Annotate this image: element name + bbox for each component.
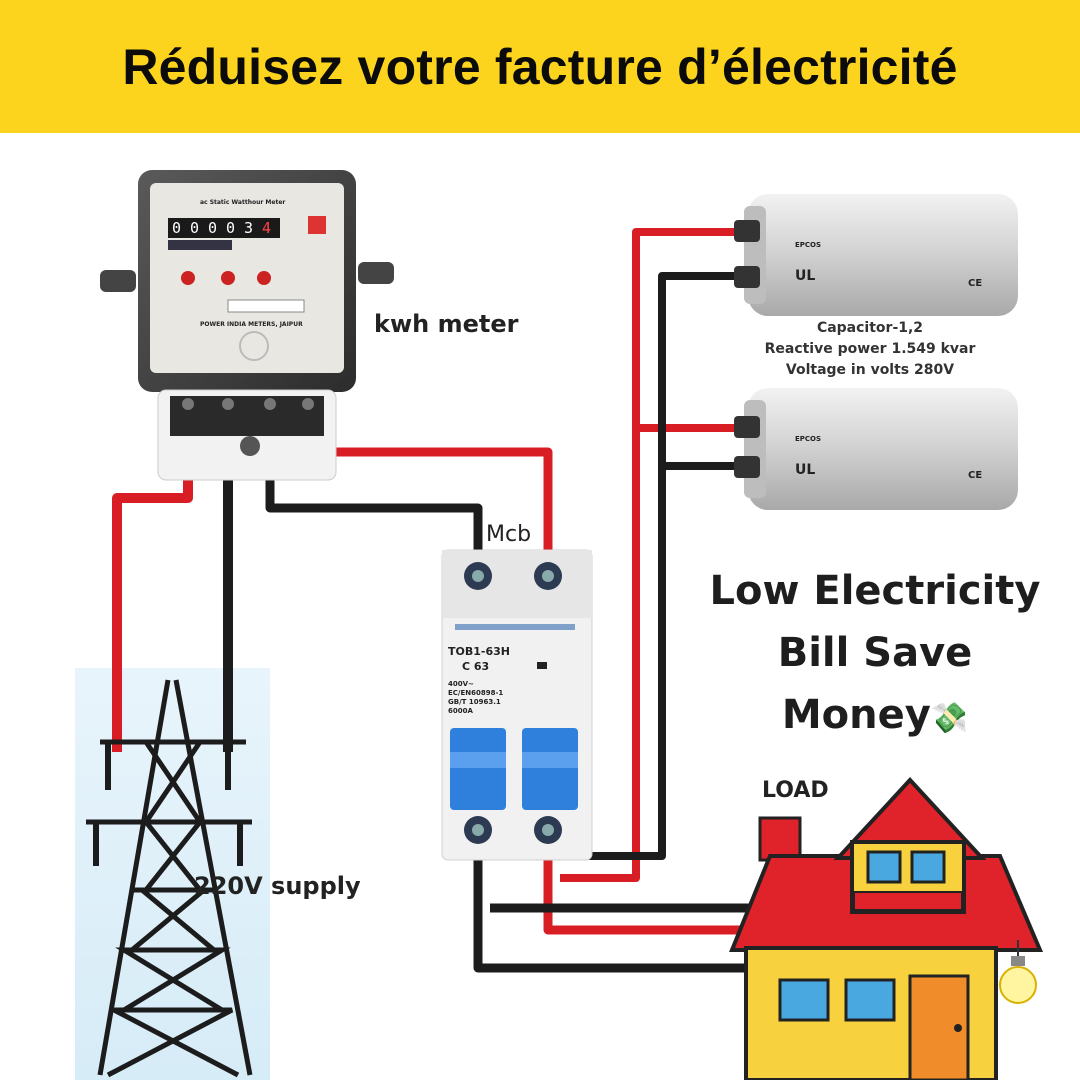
capacitor-1-brand: EPCOS <box>795 241 821 249</box>
meter-digit: 0 <box>226 219 235 237</box>
capacitor-2-brand: EPCOS <box>795 435 821 443</box>
mcb-label: Mcb <box>486 522 532 547</box>
svg-text:UL: UL <box>795 462 815 478</box>
mcb-rating: C 63 <box>462 660 489 673</box>
capacitor-1: EPCOS UL CE <box>734 194 1018 316</box>
supply-label: 220V supply <box>194 872 361 900</box>
slogan: Low Electricity Bill Save Money💸 <box>690 560 1060 750</box>
capacitor-spec-voltage: Voltage in volts 280V <box>785 362 955 378</box>
svg-text:UL: UL <box>795 268 815 284</box>
mcb-spec-line: 400V~ <box>448 680 474 688</box>
meter-digit: 4 <box>262 219 271 237</box>
meter-face-title: ac Static Watthour Meter <box>200 199 285 206</box>
mcb-breaker: TOB1-63H C 63 400V~EC/EN60898-1GB/T 1096… <box>441 549 593 861</box>
slogan-line-3: Money <box>781 692 931 738</box>
wire-neutral-mcb-house <box>473 832 760 973</box>
capacitor-spec-name: Capacitor-1,2 <box>816 320 924 336</box>
meter-digit: 0 <box>190 219 199 237</box>
mcb-spec-line: 6000A <box>448 707 473 715</box>
meter-digit: 3 <box>244 219 253 237</box>
capacitor-2: EPCOS UL CE <box>734 388 1018 510</box>
svg-text:CE: CE <box>968 470 982 481</box>
capacitor-specs: Capacitor-1,2 Reactive power 1.549 kvar … <box>740 318 1000 381</box>
title-banner: Réduisez votre facture d’électricité <box>0 0 1080 133</box>
meter-brand-text: POWER INDIA METERS, JAIPUR <box>200 321 303 328</box>
capacitor-spec-power: Reactive power 1.549 kvar <box>764 341 976 357</box>
house-load <box>729 777 1044 1080</box>
wire-live-caps <box>560 228 752 882</box>
banner-title: Réduisez votre facture d’électricité <box>122 39 958 95</box>
meter-digit: 0 <box>172 219 181 237</box>
mcb-spec-line: GB/T 10963.1 <box>448 698 501 706</box>
mcb-model: TOB1-63H <box>448 645 510 658</box>
meter-digit: 0 <box>208 219 217 237</box>
slogan-line-1: Low Electricity <box>709 568 1041 614</box>
transmission-tower <box>86 679 253 1078</box>
wire-neutral-caps <box>560 272 752 860</box>
mcb-spec-line: EC/EN60898-1 <box>448 689 503 697</box>
wire-live-mcb-house <box>543 832 760 935</box>
light-bulb-icon <box>999 940 1037 1004</box>
slogan-line-2: Bill Save <box>777 630 973 676</box>
meter-label: kwh meter <box>374 310 519 338</box>
load-label: LOAD <box>762 778 829 803</box>
money-emoji-icon: 💸 <box>930 701 969 736</box>
svg-text:CE: CE <box>968 278 982 289</box>
